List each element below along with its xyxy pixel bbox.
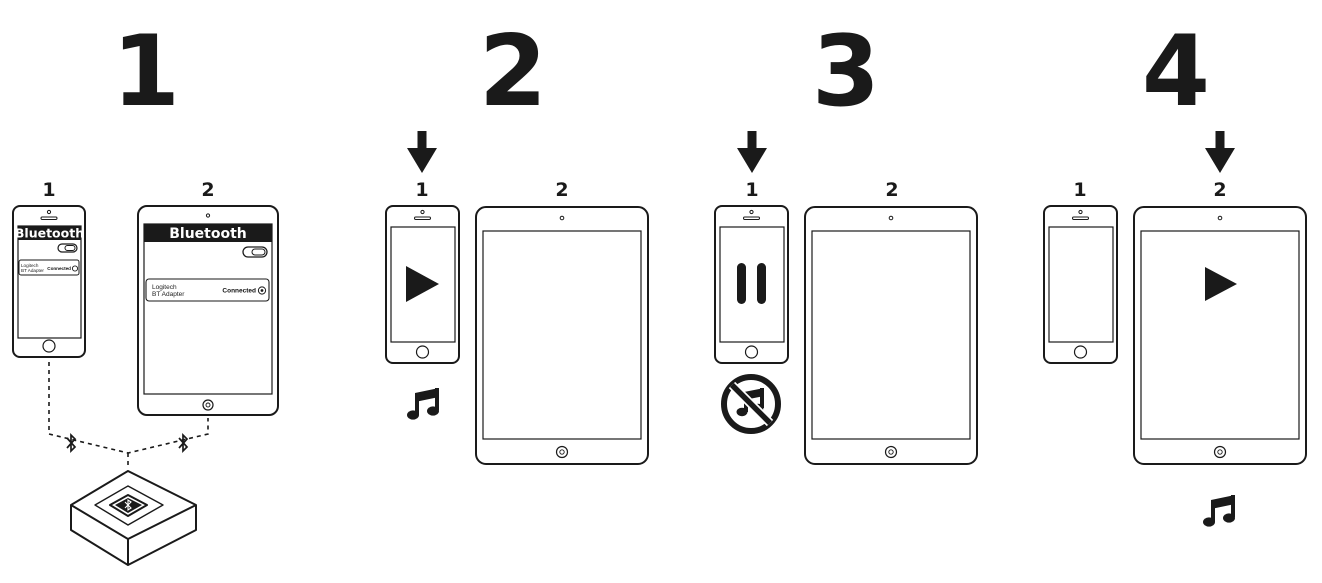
- step-1-phone: Bluetooth Logitech BT Adapter Connected: [12, 205, 86, 358]
- step-3-tablet-home-button: [884, 445, 898, 459]
- step-3-tablet: [804, 206, 978, 465]
- no-music-icon: [721, 374, 781, 434]
- step-1-tablet-home-button: [202, 399, 214, 411]
- step-2-tablet-label: 2: [555, 179, 568, 201]
- step-4-tablet-label: 2: [1213, 179, 1226, 201]
- step-3-phone-label: 1: [745, 179, 758, 201]
- step-4: 1 2: [1043, 131, 1307, 527]
- step-1-tablet-device-line2: BT Adapter: [152, 291, 185, 298]
- play-icon: [1205, 267, 1237, 301]
- bluetooth-adapter-device: [70, 470, 197, 566]
- step-3-phone-home-button: [744, 345, 759, 359]
- bluetooth-icon: [178, 432, 189, 454]
- step-1-tablet-device-row: [145, 278, 270, 302]
- pause-icon: [737, 263, 766, 304]
- step-2-number: 2: [479, 15, 547, 129]
- down-arrow-icon: [1205, 131, 1235, 173]
- music-note-icon: [407, 388, 439, 420]
- step-1-phone-status: Connected: [47, 266, 71, 271]
- step-1-phone-device-row: [18, 259, 80, 276]
- step-2-tablet-home-button: [555, 445, 569, 459]
- step-2-phone: [385, 205, 460, 364]
- step-4-phone: [1043, 205, 1118, 364]
- step-4-tablet-home-button: [1213, 445, 1227, 459]
- step-1-phone-info-icon: [71, 265, 79, 272]
- step-3-phone: [714, 205, 789, 364]
- step-1-tablet-device-line1: Logitech: [152, 284, 177, 291]
- step-1-tablet-info-icon: [257, 286, 267, 295]
- step-1-tablet-status: Connected: [222, 288, 256, 295]
- step-4-number: 4: [1142, 15, 1210, 129]
- step-2-phone-home-button: [415, 345, 430, 359]
- step-1: 1 2 Bluetooth Logitech BT Adapter Connec…: [12, 179, 279, 566]
- down-arrow-icon: [407, 131, 437, 173]
- step-4-phone-home-button: [1073, 345, 1088, 359]
- play-icon: [406, 266, 439, 302]
- step-1-phone-label: 1: [42, 179, 55, 201]
- step-1-phone-bluetooth-title: Bluetooth: [15, 226, 84, 241]
- step-1-tablet-header: [144, 224, 272, 242]
- step-1-tablet-bluetooth-title: Bluetooth: [169, 226, 247, 242]
- step-1-phone-device-line1: Logitech: [21, 263, 39, 268]
- step-1-phone-device-line2: BT Adapter: [21, 268, 44, 273]
- bluetooth-icon: [66, 432, 77, 454]
- step-1-tablet-label: 2: [201, 179, 214, 201]
- down-arrow-icon: [737, 131, 767, 173]
- step-3-number: 3: [812, 15, 880, 129]
- step-2: 1 2: [385, 131, 649, 465]
- step-3-tablet-label: 2: [885, 179, 898, 201]
- bluetooth-connection-lines: [48, 362, 209, 466]
- step-1-number: 1: [112, 15, 180, 129]
- step-1-phone-header: [18, 226, 81, 240]
- step-2-tablet: [475, 206, 649, 465]
- music-note-icon: [1203, 495, 1235, 527]
- step-2-phone-label: 1: [415, 179, 428, 201]
- step-4-phone-label: 1: [1073, 179, 1086, 201]
- step-4-tablet: [1133, 206, 1307, 465]
- step-1-phone-home-button: [42, 339, 56, 353]
- step-1-tablet: Bluetooth Logitech BT Adapter Connected: [137, 205, 279, 416]
- step-3: 1 2: [714, 131, 978, 465]
